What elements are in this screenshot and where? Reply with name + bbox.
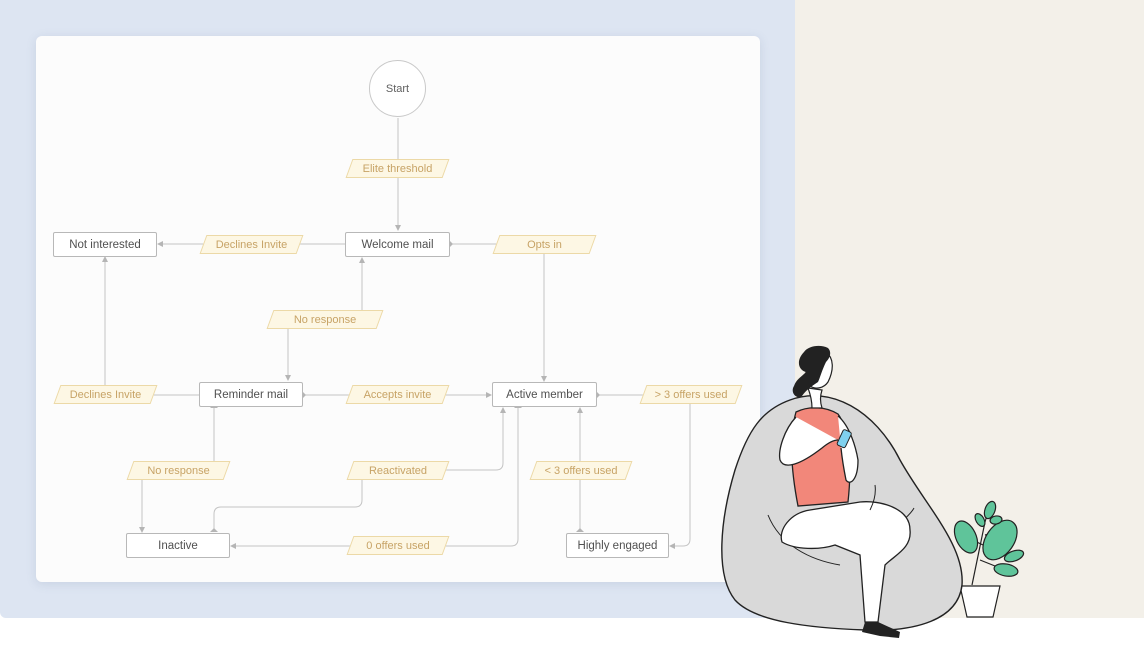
- condition-less-than-3-offers: < 3 offers used: [533, 461, 629, 480]
- edge-reminder-notinterested: [102, 256, 199, 396]
- condition-more-than-3-offers: > 3 offers used: [643, 385, 739, 404]
- condition-no-response-top: No response: [270, 310, 380, 329]
- condition-declines-invite-top: Declines Invite: [203, 235, 300, 254]
- condition-elite-threshold: Elite threshold: [349, 159, 446, 178]
- condition-opts-in: Opts in: [496, 235, 593, 254]
- condition-reactivated: Reactivated: [350, 461, 446, 480]
- condition-zero-offers-used: 0 offers used: [350, 536, 446, 555]
- node-reminder-mail: Reminder mail: [199, 382, 303, 407]
- edge-active-inactive: [230, 408, 519, 549]
- condition-accepts-invite: Accepts invite: [349, 385, 446, 404]
- edge-active-highly: [597, 394, 691, 549]
- node-not-interested: Not interested: [53, 232, 157, 257]
- condition-declines-invite-left: Declines Invite: [57, 385, 154, 404]
- node-active-member: Active member: [492, 382, 597, 407]
- node-inactive: Inactive: [126, 533, 230, 558]
- node-welcome-mail: Welcome mail: [345, 232, 450, 257]
- potted-plant-icon: [953, 500, 1025, 618]
- node-highly-engaged: Highly engaged: [566, 533, 669, 558]
- person-icon: [778, 345, 911, 638]
- condition-no-response-bottom: No response: [130, 461, 227, 480]
- edge-inactive-active: [213, 407, 506, 532]
- edge-welcome-active: [450, 243, 547, 382]
- node-start: Start: [369, 60, 426, 117]
- beanbag-illustration: [721, 345, 1025, 638]
